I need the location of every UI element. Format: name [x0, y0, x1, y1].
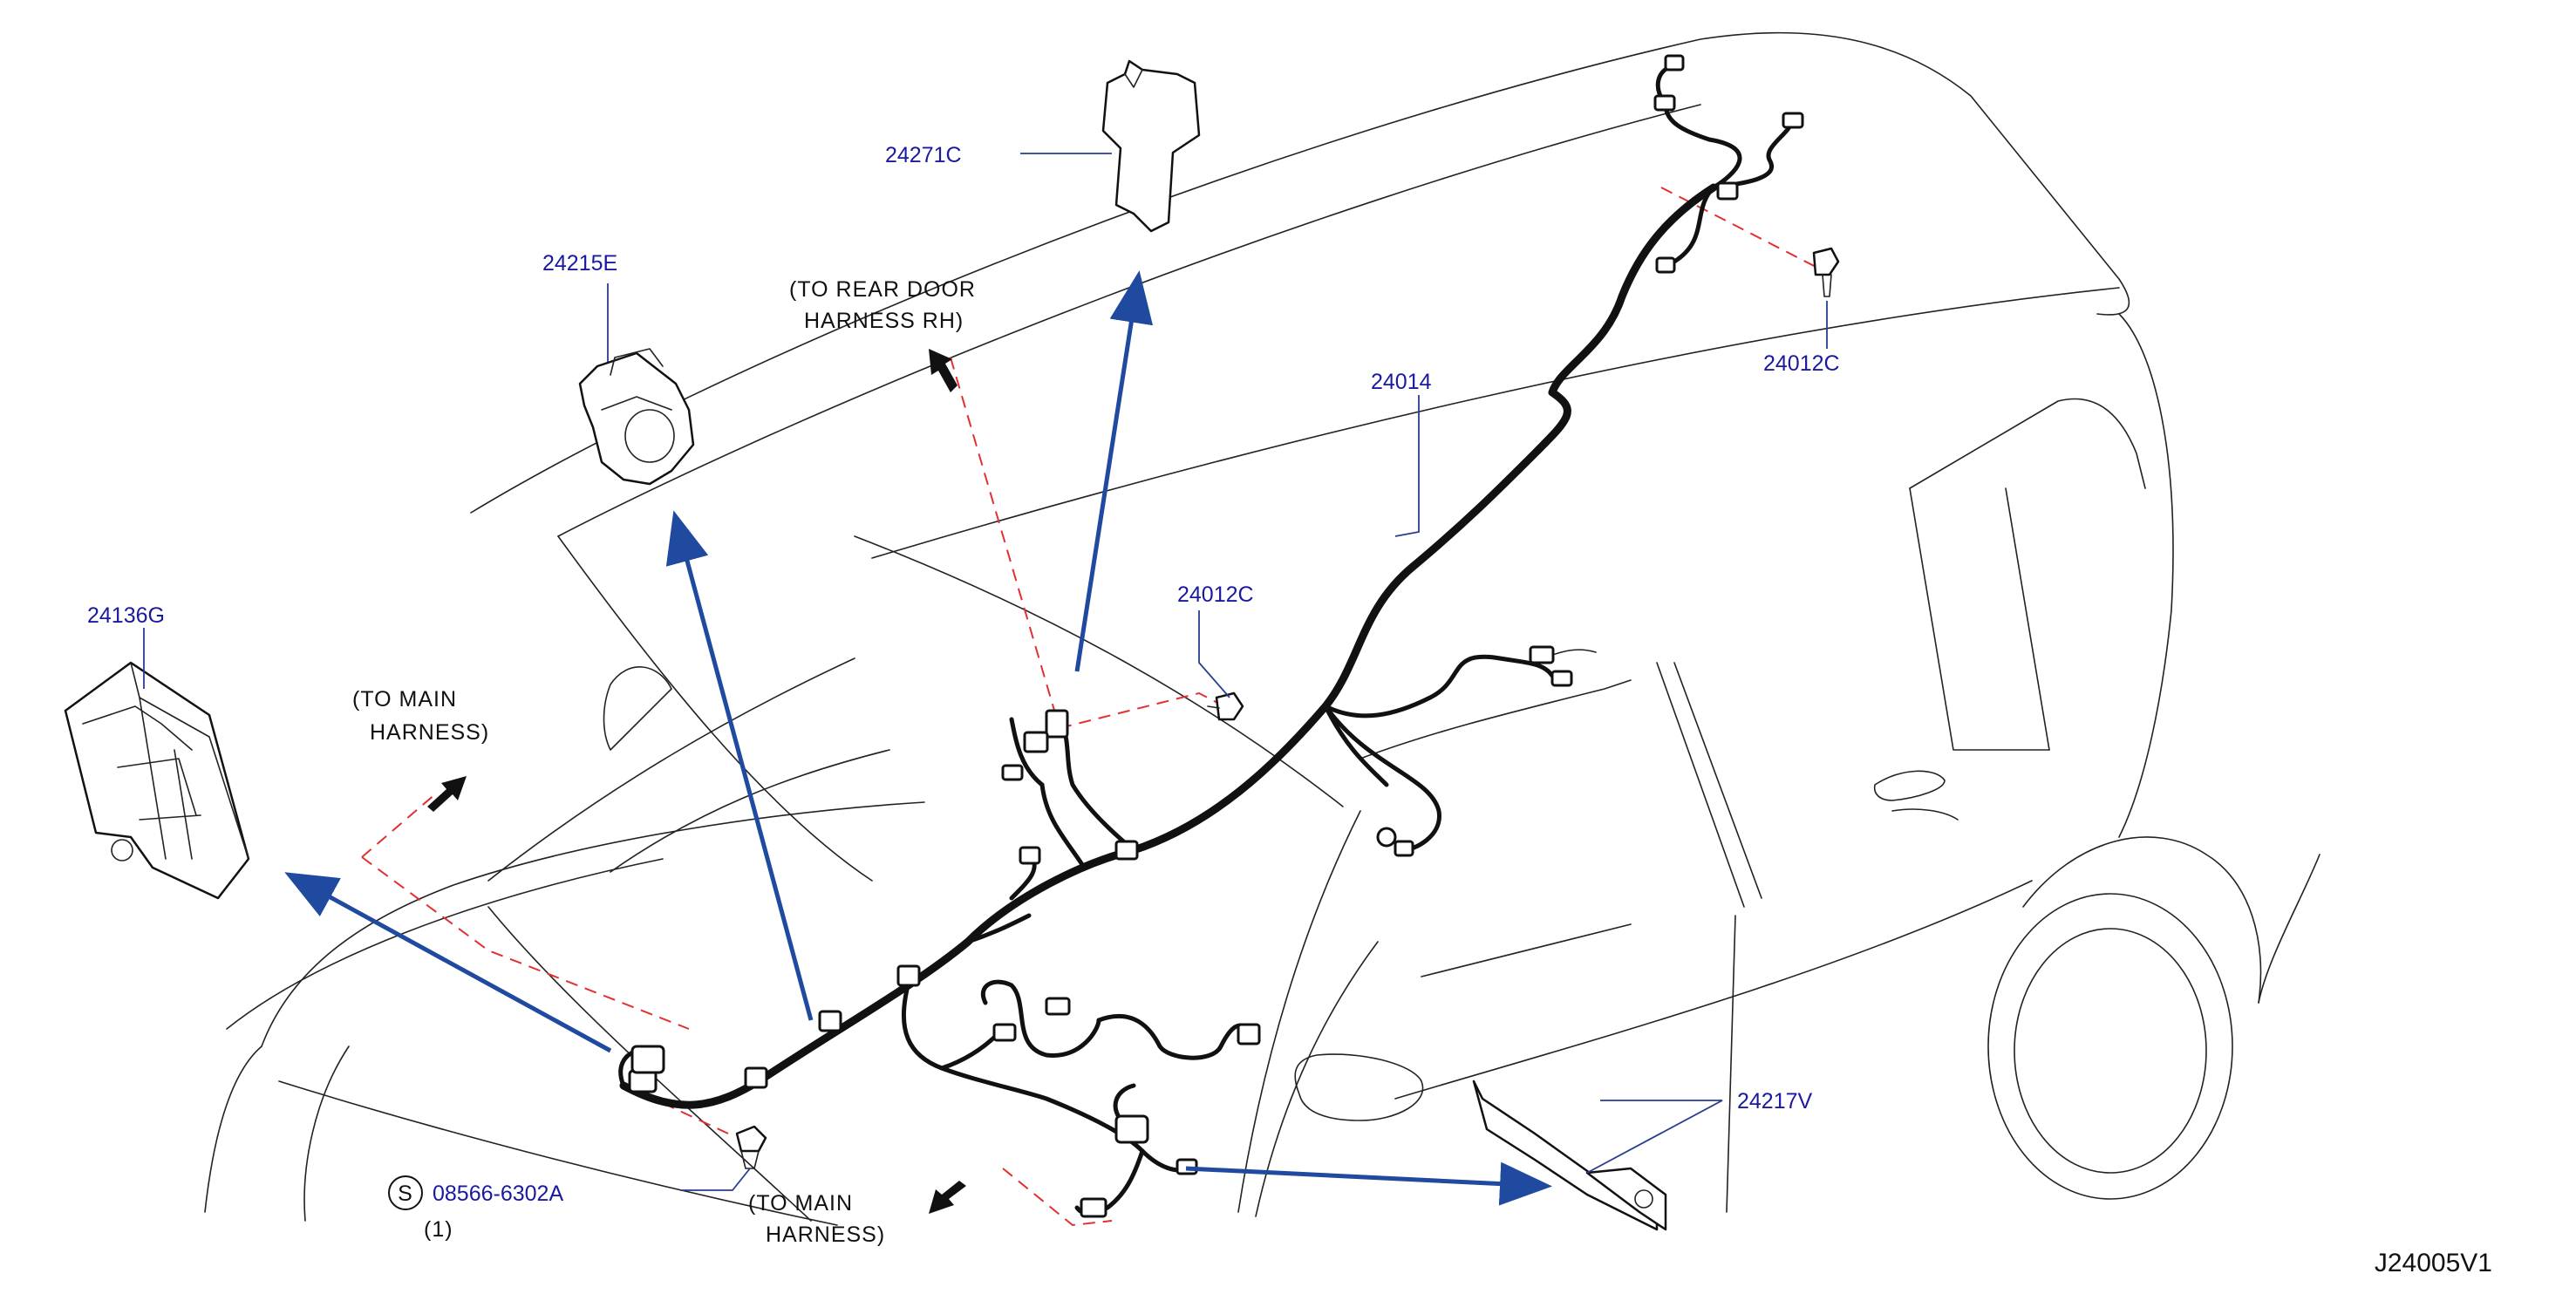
harness-24014 [618, 63, 1795, 1216]
label-24136g: 24136G [87, 603, 165, 628]
label-24271c: 24271C [885, 143, 962, 167]
diagram-code: J24005V1 [2375, 1249, 2492, 1277]
black-arrow-icon [929, 349, 957, 392]
label-24014: 24014 [1371, 370, 1432, 394]
clip-24012c-center [1207, 691, 1244, 721]
direction-arrows [427, 349, 966, 1214]
blue-arrow-icon [1185, 1161, 1552, 1206]
leader-lines [143, 153, 1828, 1191]
black-arrow-icon [929, 1181, 966, 1214]
part-24215e [578, 348, 695, 486]
label-08566-6302a: 08566-6302A [433, 1182, 563, 1206]
label-24217v: 24217V [1737, 1089, 1813, 1114]
blue-arrow-icon [665, 510, 814, 1021]
screw-08566 [735, 1125, 767, 1169]
note-main-lower-line1: (TO MAIN [748, 1191, 853, 1216]
black-arrow-icon [427, 776, 467, 812]
note-main-lower-line2: HARNESS) [766, 1222, 885, 1247]
harness-connectors [628, 54, 1804, 1218]
note-rear-door-line1: (TO REAR DOOR [789, 277, 976, 302]
note-main-upper-line2: HARNESS) [370, 720, 489, 745]
label-24012c-center: 24012C [1177, 582, 1254, 607]
label-24012c-upper: 24012C [1763, 351, 1840, 376]
screw-symbol-letter: S [398, 1182, 413, 1206]
vehicle-outline [204, 31, 2320, 1226]
clip-24012c-upper [1812, 247, 1840, 297]
dashed-guides [361, 187, 1823, 1227]
part-24136g [64, 661, 250, 900]
blue-arrow-icon [1074, 270, 1154, 672]
part-24217v [1472, 1079, 1667, 1231]
part-24271c [1101, 59, 1201, 233]
label-24215e: 24215E [542, 251, 617, 276]
note-main-upper-line1: (TO MAIN [352, 687, 457, 712]
pointer-arrows [284, 270, 1552, 1206]
screw-quantity: (1) [424, 1217, 453, 1242]
screw-symbol: S [388, 1175, 423, 1210]
note-rear-door-line2: HARNESS RH) [804, 309, 964, 333]
blue-arrow-icon [284, 872, 612, 1053]
